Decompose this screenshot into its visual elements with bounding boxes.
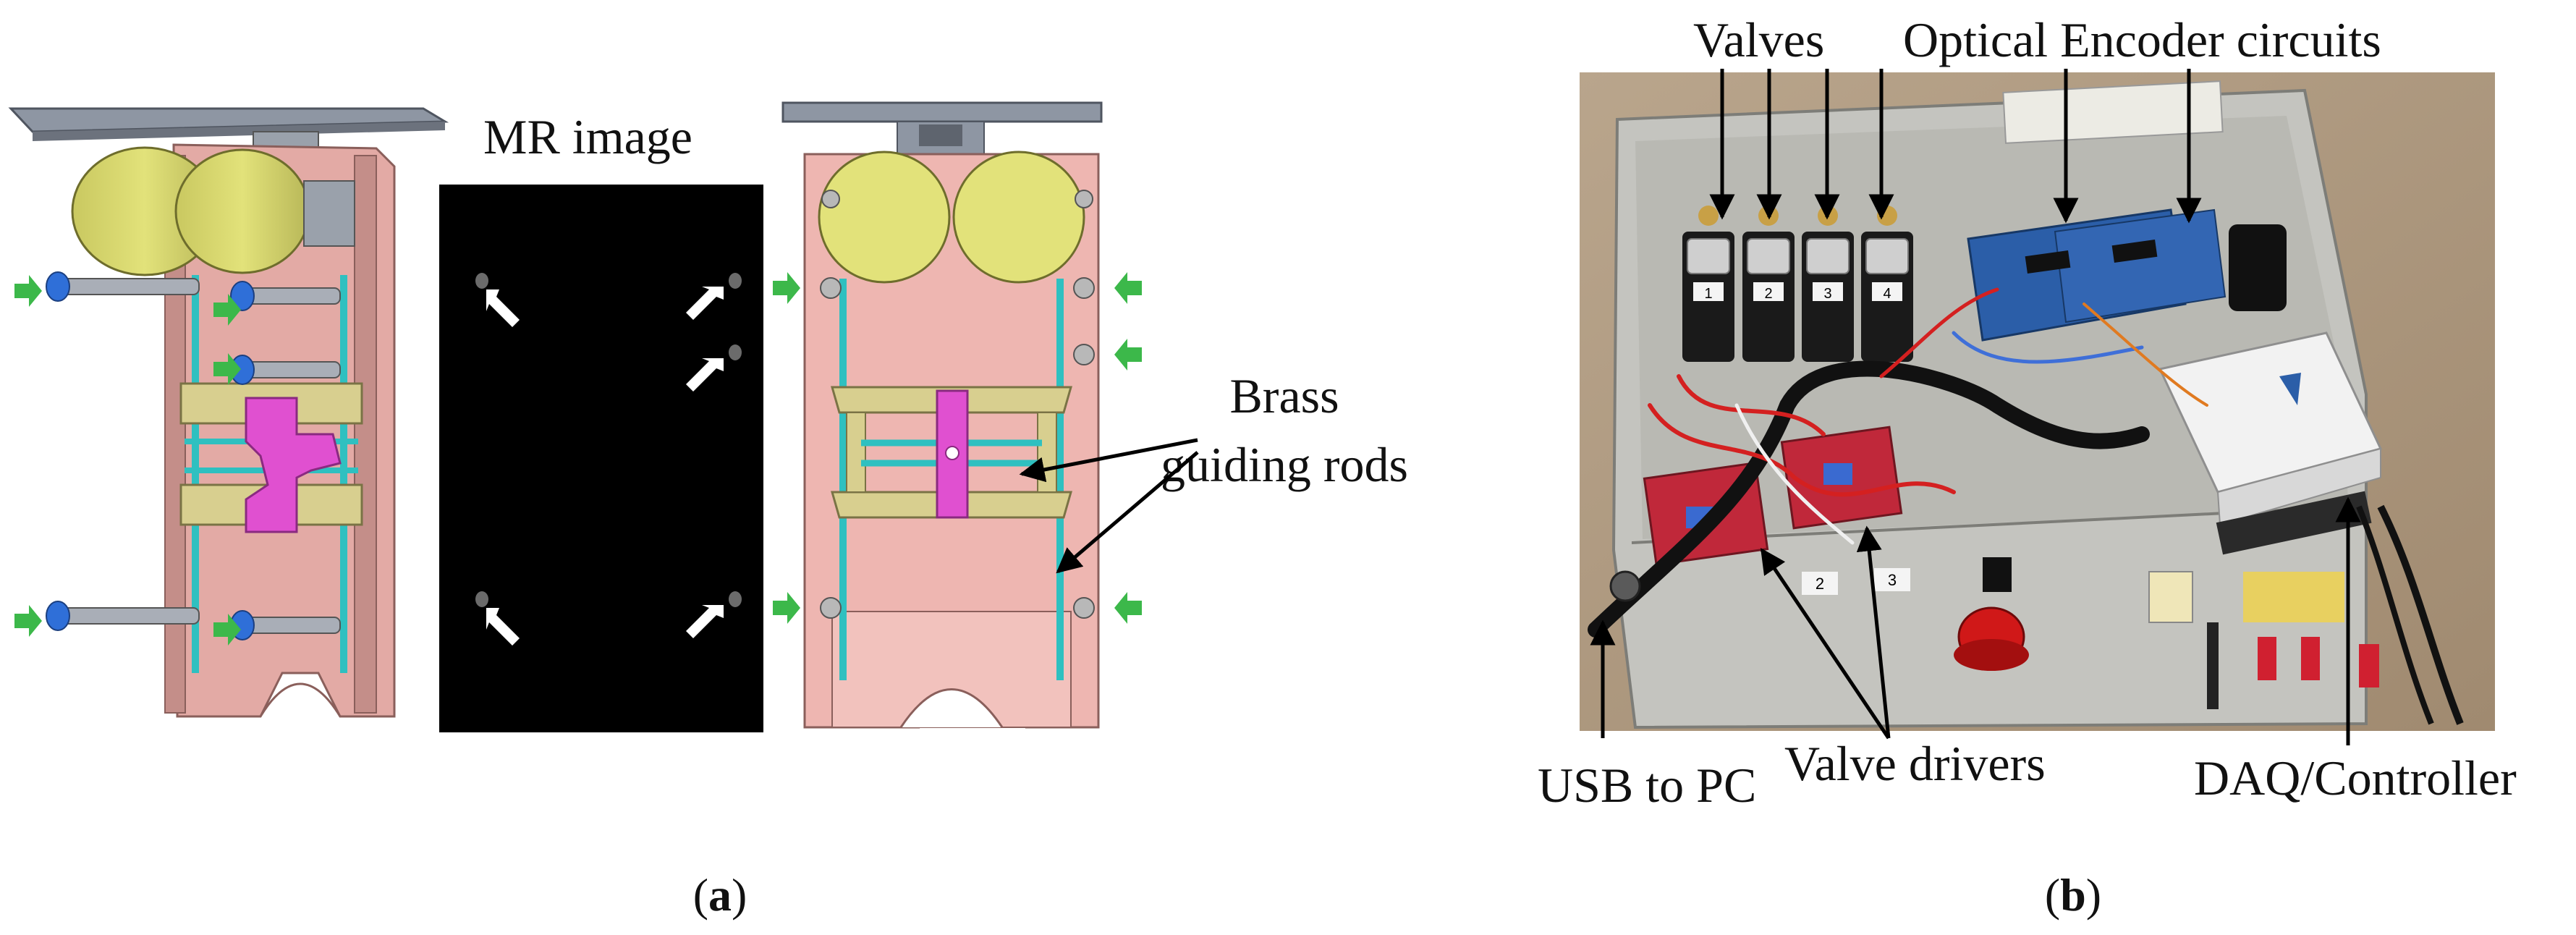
- cad-isometric-view: [8, 107, 449, 718]
- brass-arrow-1: [1019, 438, 1198, 483]
- usb-label: USB to PC: [1538, 758, 1756, 813]
- cad-front-view: [773, 101, 1142, 729]
- cylinder-right: [174, 148, 310, 274]
- channel-label-2: 2: [1816, 575, 1824, 593]
- caption-b: (b): [2045, 869, 2101, 921]
- front-top-plate: [781, 101, 1103, 123]
- front-cylinder-left: [818, 151, 951, 284]
- connectors: [2148, 504, 2464, 725]
- brass-label-line2: guiding rods: [1161, 437, 1408, 492]
- valve-number-1: 1: [1704, 286, 1712, 302]
- valves-label: Valves: [1693, 12, 1824, 67]
- drivers-label: Valve drivers: [1784, 736, 2046, 791]
- panel-a: MR image: [8, 101, 1408, 921]
- panel-b: 1 2 3 4: [1538, 12, 2517, 921]
- front-cylinder-right: [952, 151, 1085, 284]
- encoder-label: Optical Encoder circuits: [1903, 12, 2381, 67]
- valve-number-4: 4: [1883, 286, 1891, 302]
- front-carriage: [831, 386, 1072, 519]
- clamp: [245, 397, 342, 533]
- brass-label-line1: Brass: [1229, 368, 1339, 423]
- bolts: [46, 271, 341, 640]
- green-arrows: [14, 275, 241, 646]
- usb-port: [1609, 570, 1641, 602]
- mr-image: [439, 185, 763, 732]
- mr-image-label: MR image: [483, 109, 692, 164]
- brass-arrow-2: [1056, 451, 1199, 574]
- channel-label-3: 3: [1888, 571, 1897, 589]
- caption-a: (a): [693, 869, 747, 921]
- valve-number-2: 2: [1764, 286, 1772, 302]
- encoder-boards: [1967, 208, 2287, 342]
- daq-label: DAQ/Controller: [2194, 750, 2517, 805]
- valve-number-3: 3: [1823, 286, 1831, 302]
- annotation-arrows: [1590, 69, 2361, 745]
- daq-device: [2158, 331, 2383, 555]
- carriage: [179, 382, 363, 533]
- cables: [1588, 287, 2208, 638]
